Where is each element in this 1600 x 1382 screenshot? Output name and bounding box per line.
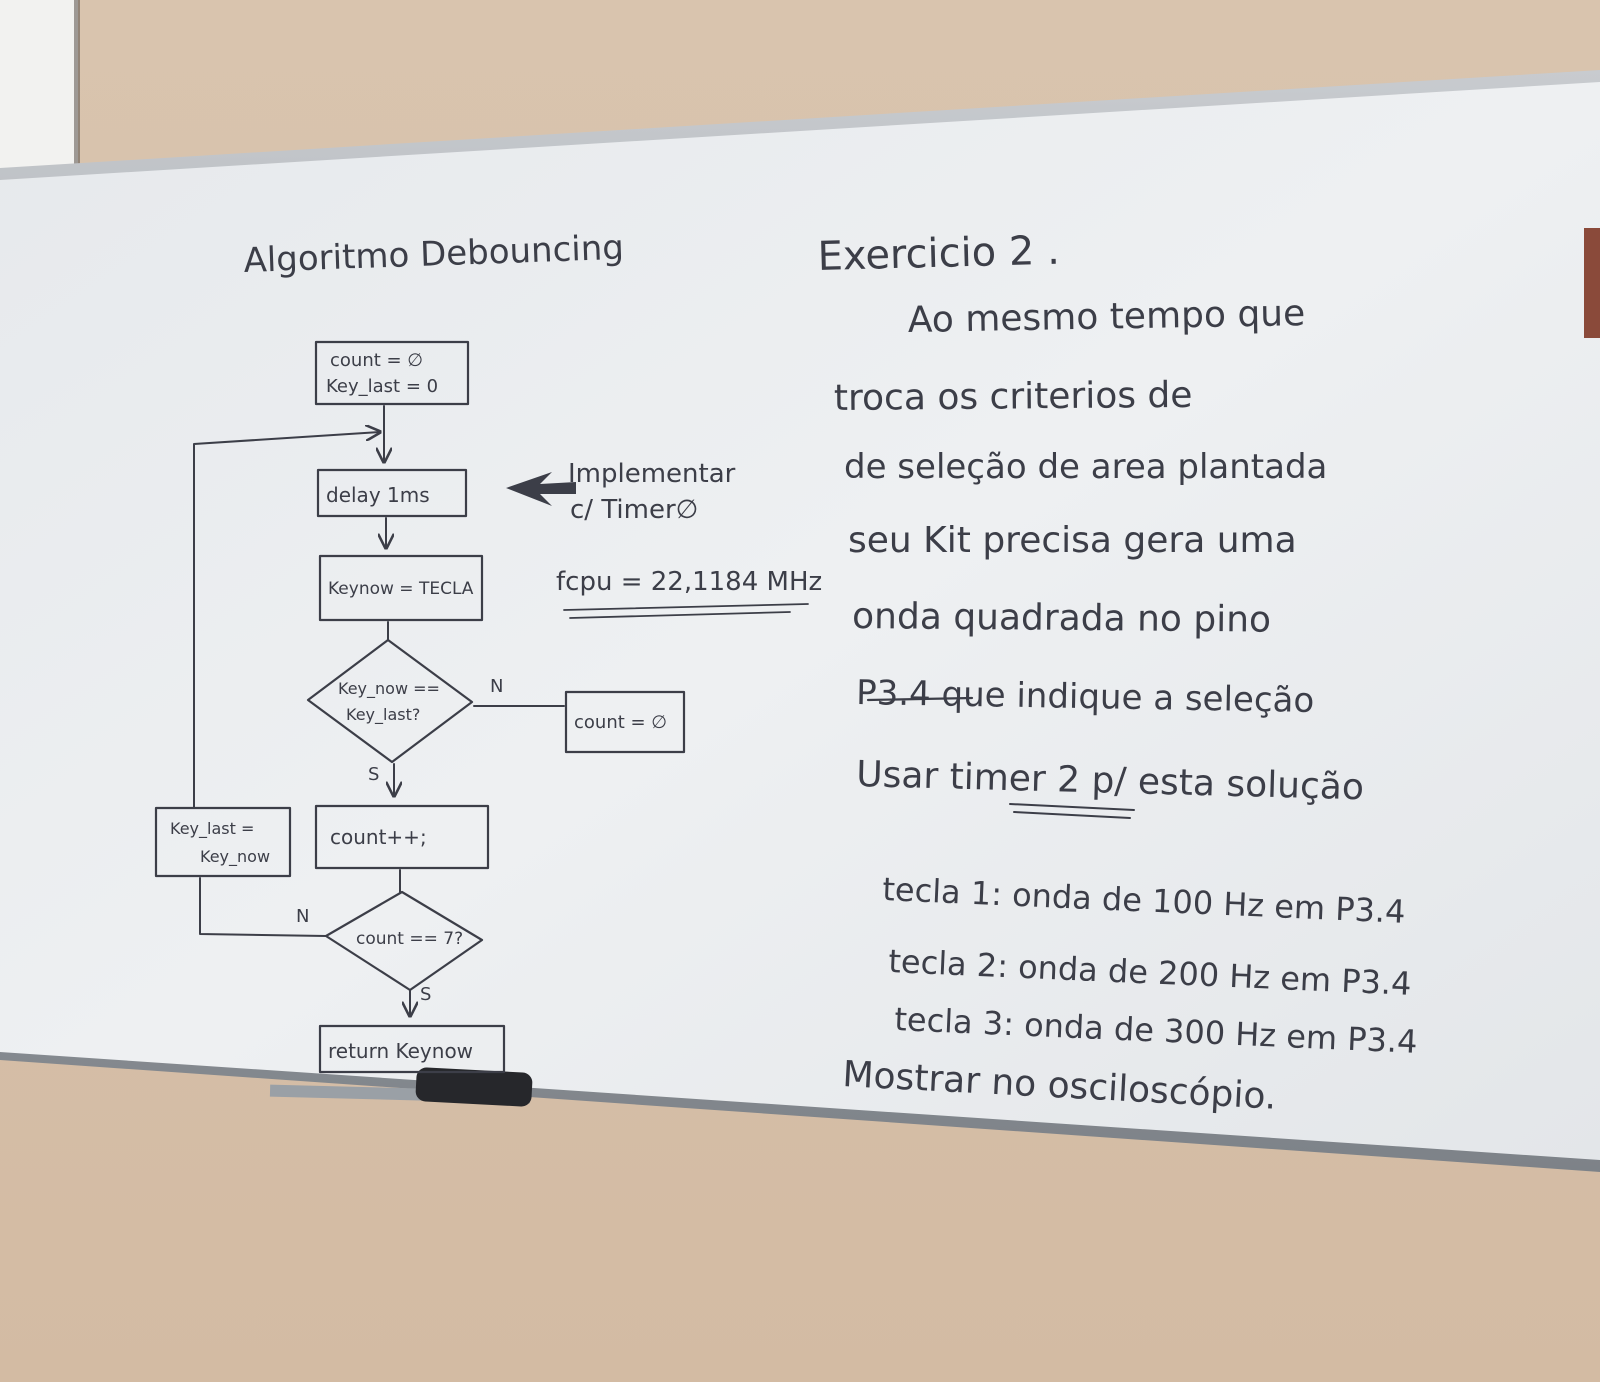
- eraser-icon: [415, 1067, 533, 1107]
- wall-object-right: [1584, 228, 1600, 338]
- p34-underline: [866, 696, 974, 702]
- delay-box: [316, 468, 468, 518]
- decision2-yes-label: S: [420, 984, 431, 1005]
- flowchart: count = ∅ Key_last = 0 delay 1ms Keynow …: [154, 340, 686, 1074]
- fcpu-label: fcpu = 22,1184 MHz: [556, 567, 822, 597]
- decision1-line2: Key_last?: [346, 705, 420, 725]
- timer2-underline: [1009, 803, 1135, 819]
- init-line2: Key_last = 0: [326, 376, 438, 397]
- decision1-line1: Key_now ==: [338, 679, 440, 699]
- update-line1: Key_last =: [170, 819, 254, 839]
- update-box: [154, 806, 292, 878]
- update-line2: Key_now: [200, 847, 270, 867]
- init-box: [314, 340, 470, 406]
- para-line-4: seu Kit precisa gera uma: [848, 520, 1297, 561]
- delay-label: delay 1ms: [326, 483, 430, 507]
- decision1-no-label: N: [490, 676, 503, 697]
- keynow-label: Keynow = TECLA: [328, 579, 474, 599]
- decision1-yes-label: S: [368, 764, 379, 785]
- para-line-2: troca os criterios de: [834, 375, 1193, 419]
- decision2-label: count == 7?: [356, 929, 463, 949]
- fcpu-underline: [563, 603, 809, 619]
- count-inc-box: [314, 804, 490, 870]
- note-line1: Implementar: [568, 459, 736, 489]
- loop-back-line: [193, 432, 380, 809]
- keynow-box: [318, 554, 484, 622]
- wall-paper-shadow: [74, 0, 80, 172]
- key-list: tecla 1: onda de 100 Hz em P3.4 tecla 2:…: [882, 870, 1419, 1061]
- init-line1: count = ∅: [330, 350, 423, 371]
- para-line-5: onda quadrada no pino: [852, 596, 1271, 641]
- paragraph: Ao mesmo tempo que troca os criterios de…: [834, 293, 1364, 819]
- decision2-no-label: N: [296, 906, 309, 927]
- right-title: Exercicio 2 .: [817, 228, 1060, 280]
- wall-paper-sheet: [0, 0, 78, 170]
- return-box: [318, 1024, 506, 1074]
- para-line-3: de seleção de area plantada: [844, 447, 1327, 487]
- return-label: return Keynow: [328, 1039, 473, 1063]
- para-line-1: Ao mesmo tempo que: [907, 293, 1305, 341]
- reset-count-box: [564, 690, 686, 754]
- reset-count-label: count = ∅: [574, 712, 667, 733]
- count-inc-label: count++;: [330, 825, 427, 849]
- para-line-6: P3.4 que indique a seleção: [856, 673, 1315, 721]
- note-line2: c/ Timer∅: [570, 495, 698, 525]
- note-arrow-icon: [506, 472, 576, 506]
- line-decision2-update: [199, 877, 327, 937]
- decision1-diamond: [306, 638, 474, 764]
